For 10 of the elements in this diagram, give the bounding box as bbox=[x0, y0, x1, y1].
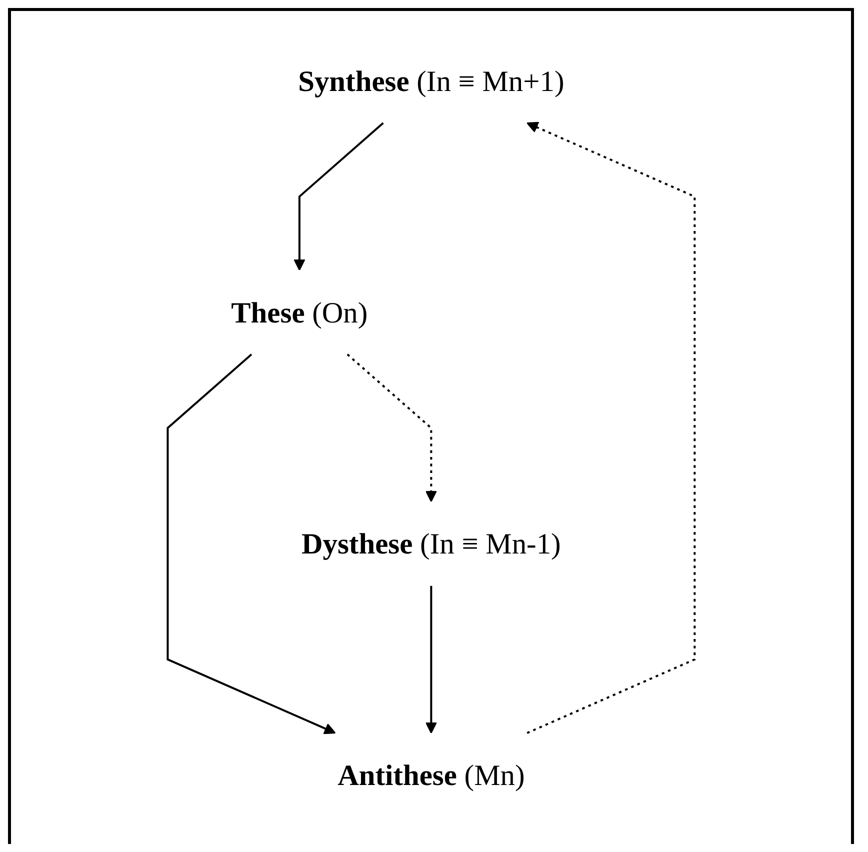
arrow bbox=[166, 353, 336, 734]
node-text: These (On) bbox=[231, 295, 368, 328]
node-text: Antithese (Mn) bbox=[337, 758, 525, 792]
arrow bbox=[526, 121, 696, 734]
arrow bbox=[346, 353, 437, 502]
diagram: Synthese (In ≡ Mn+1) These (On) Antithese (Mn) Dysthese (In ≡ Mn-1) bbox=[156, 28, 706, 828]
node-text: Synthese (In ≡ Mn+1) bbox=[298, 64, 564, 98]
arrow bbox=[293, 122, 384, 270]
node-text: Dysthese (In ≡ Mn-1) bbox=[301, 526, 561, 560]
arrow bbox=[425, 585, 437, 734]
